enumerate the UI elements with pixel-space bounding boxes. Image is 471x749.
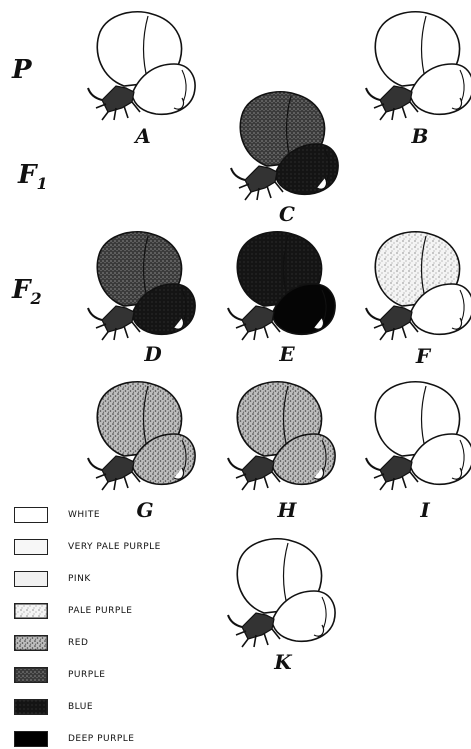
legend-label: BLUE xyxy=(68,702,93,712)
flower-b-drawing xyxy=(366,12,471,120)
flower-g xyxy=(82,378,202,493)
flower-label-c: C xyxy=(272,202,302,226)
flower-a-drawing xyxy=(88,12,195,120)
flower-a xyxy=(82,8,202,123)
flower-calyx xyxy=(242,306,274,332)
flower-calyx xyxy=(380,456,412,482)
flower-f-drawing xyxy=(366,232,471,340)
flower-label-g: G xyxy=(130,498,160,522)
flower-d-drawing xyxy=(88,232,195,340)
flower-label-b: B xyxy=(405,124,435,148)
legend-label: PURPLE xyxy=(68,670,105,680)
legend-item-blue: BLUE xyxy=(14,697,93,717)
legend-item-very-pale-purple: VERY PALE PURPLE xyxy=(14,537,161,557)
legend-item-red: RED xyxy=(14,633,88,653)
flower-calyx xyxy=(380,86,412,112)
legend-label: VERY PALE PURPLE xyxy=(68,542,161,552)
legend-item-deep-purple: DEEP PURPLE xyxy=(14,729,135,749)
flower-h xyxy=(222,378,342,493)
legend-swatch xyxy=(14,539,48,555)
flower-label-h: H xyxy=(272,498,302,522)
flower-calyx xyxy=(380,306,412,332)
flower-g-drawing xyxy=(88,382,195,490)
legend-item-white: WHITE xyxy=(14,505,100,525)
flower-b xyxy=(360,8,471,123)
flower-f xyxy=(360,228,471,343)
flower-c-drawing xyxy=(231,92,338,200)
flower-label-e: E xyxy=(272,342,302,366)
flower-calyx xyxy=(102,306,134,332)
legend-item-pink: PINK xyxy=(14,569,91,589)
flower-label-a: A xyxy=(128,124,158,148)
flower-k xyxy=(222,535,342,650)
flower-calyx xyxy=(102,456,134,482)
flower-label-d: D xyxy=(138,342,168,366)
flower-label-k: K xyxy=(268,650,298,674)
flower-d xyxy=(82,228,202,343)
legend-label: DEEP PURPLE xyxy=(68,734,135,744)
legend-label: PALE PURPLE xyxy=(68,606,132,616)
flower-i xyxy=(360,378,471,493)
legend-swatch xyxy=(14,603,48,619)
generation-label-f2: F2 xyxy=(12,275,42,308)
flower-h-drawing xyxy=(228,382,335,490)
legend-swatch xyxy=(14,507,48,523)
legend-item-pale-purple: PALE PURPLE xyxy=(14,601,132,621)
generation-label-f1: F1 xyxy=(18,160,48,193)
flower-calyx xyxy=(242,456,274,482)
flower-c xyxy=(225,88,345,203)
flower-e xyxy=(222,228,342,343)
legend-item-purple: PURPLE xyxy=(14,665,105,685)
legend-label: PINK xyxy=(68,574,91,584)
generation-label-p: P xyxy=(12,55,32,85)
legend-swatch xyxy=(14,635,48,651)
legend-label: WHITE xyxy=(68,510,100,520)
legend-swatch xyxy=(14,667,48,683)
flower-calyx xyxy=(245,166,277,192)
flower-k-drawing xyxy=(228,539,335,647)
flower-calyx xyxy=(242,613,274,639)
legend-label: RED xyxy=(68,638,88,648)
flower-i-drawing xyxy=(366,382,471,490)
legend-swatch xyxy=(14,571,48,587)
flower-calyx xyxy=(102,86,134,112)
legend-swatch xyxy=(14,731,48,747)
legend-swatch xyxy=(14,699,48,715)
flower-label-f: F xyxy=(408,344,438,368)
flower-label-i: I xyxy=(410,498,440,522)
flower-e-drawing xyxy=(228,232,335,340)
